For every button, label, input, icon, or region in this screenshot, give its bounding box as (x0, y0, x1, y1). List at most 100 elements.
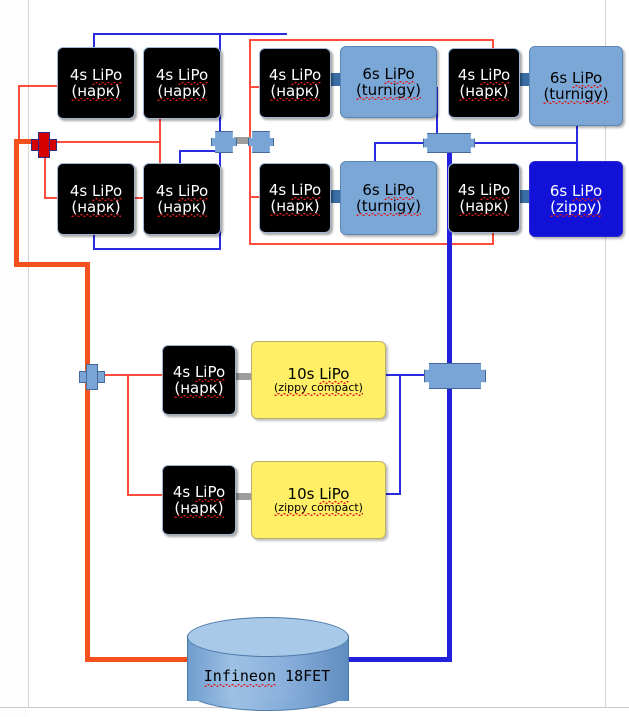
page-guide-bottom (0, 707, 629, 708)
c-blue-hex-d[interactable] (424, 363, 486, 389)
wire-blue-r3 (374, 142, 376, 172)
battery-line1: 4s LiPo (69, 65, 123, 86)
controller-cylinder[interactable]: Infineon 18FET (187, 617, 349, 711)
tab-b15-b16 (234, 493, 254, 500)
battery-line1: 10s LiPo (287, 364, 350, 385)
battery-box-b2[interactable]: 4s LiPo(нарк) (143, 47, 221, 119)
wire-power-pos-4 (85, 262, 90, 662)
battery-line1: 4s LiPo (155, 65, 209, 86)
battery-line1: 4s LiPo (457, 180, 511, 201)
wire-red-l5 (44, 141, 46, 199)
battery-line2: (нарк) (174, 379, 224, 399)
wire-blue-top-1 (93, 33, 287, 35)
battery-line1: 6s LiPo (549, 68, 603, 89)
wire-blue-bot-1 (93, 248, 221, 250)
battery-box-b3[interactable]: 4s LiPo(нарк) (57, 163, 135, 235)
battery-box-b6[interactable]: 6s LiPo(turnigy) (340, 46, 437, 118)
wire-red-m2 (127, 374, 129, 496)
battery-box-b5[interactable]: 4s LiPo(нарк) (259, 48, 331, 118)
battery-line2: (turnigy) (543, 85, 609, 105)
battery-line1: 6s LiPo (362, 64, 415, 85)
battery-line2: (нарк) (71, 198, 121, 218)
battery-box-b11[interactable]: 4s LiPo(нарк) (448, 163, 520, 233)
battery-box-b12[interactable]: 6s LiPo(zippy) (529, 161, 623, 237)
battery-box-b10[interactable]: 6s LiPo(turnigy) (340, 161, 437, 235)
battery-line2: (нарк) (71, 82, 121, 102)
battery-line2: (zippy) (550, 198, 602, 218)
battery-line1: 4s LiPo (155, 181, 209, 202)
battery-line2: (нарк) (157, 82, 207, 102)
battery-line2: (turnigy) (355, 197, 422, 217)
battery-line2: (нарк) (459, 82, 509, 102)
wire-red-l2 (18, 85, 20, 143)
battery-line1: 10s LiPo (287, 484, 350, 505)
c-blue-cross[interactable] (79, 364, 105, 390)
wire-power-neg-1 (447, 136, 452, 661)
wire-power-pos-5 (85, 657, 195, 662)
battery-line2: (нарк) (270, 197, 320, 217)
tab-b5-b6 (329, 73, 342, 86)
battery-line1: 4s LiPo (457, 65, 511, 86)
battery-line2: (нарк) (459, 197, 509, 217)
battery-line1: 6s LiPo (362, 180, 415, 201)
tab-b13-b14 (234, 373, 254, 380)
wire-red-m1 (100, 374, 164, 376)
wire-red-l4 (44, 141, 160, 143)
battery-line2: (нарк) (157, 198, 207, 218)
wire-blue-m1 (386, 374, 430, 376)
wire-blue-top-2 (93, 33, 95, 49)
wire-blue-m2 (399, 374, 401, 494)
battery-box-b13[interactable]: 4s LiPo(нарк) (162, 345, 236, 415)
battery-box-b8[interactable]: 6s LiPo(turnigy) (529, 46, 623, 126)
wire-blue-r6 (436, 87, 438, 142)
wire-red-m3 (127, 494, 165, 496)
c-blue-hex-a[interactable] (211, 131, 237, 153)
wire-blue-bot-2 (93, 233, 95, 250)
battery-box-b7[interactable]: 4s LiPo(нарк) (448, 48, 520, 118)
battery-box-b16[interactable]: 10s LiPo(zippy compact) (251, 461, 386, 539)
wire-red-r1 (249, 39, 494, 41)
c-blue-hex-c[interactable] (423, 133, 475, 153)
wire-power-pos-1 (14, 139, 44, 144)
wire-power-pos-3 (14, 262, 90, 267)
wire-red-l7 (159, 88, 161, 199)
wire-blue-r2 (374, 142, 428, 144)
battery-line2: (нарк) (174, 499, 224, 519)
battery-line2: (zippy compact) (274, 381, 363, 396)
cylinder-top (187, 617, 349, 657)
battery-box-b15[interactable]: 4s LiPo(нарк) (162, 465, 236, 535)
battery-line1: 4s LiPo (268, 65, 322, 86)
battery-line1: 4s LiPo (69, 181, 123, 202)
battery-box-b9[interactable]: 4s LiPo(нарк) (259, 163, 331, 233)
wire-blue-bot-5 (179, 150, 181, 164)
wire-power-neg-2 (340, 657, 452, 662)
controller-label: Infineon 18FET (203, 667, 331, 687)
tab-b9-b10 (329, 190, 342, 203)
battery-line2: (нарк) (270, 82, 320, 102)
battery-box-b14[interactable]: 10s LiPo(zippy compact) (251, 341, 386, 419)
wire-red-l6 (44, 197, 64, 199)
wire-blue-m3 (386, 493, 401, 495)
tab-b11-b12 (518, 190, 531, 203)
c-blue-hex-b[interactable] (248, 131, 274, 153)
battery-box-b4[interactable]: 4s LiPo(нарк) (143, 163, 221, 235)
wire-power-pos-2 (14, 139, 19, 267)
tab-hex-link (234, 137, 251, 144)
battery-line1: 4s LiPo (172, 482, 226, 503)
wire-red-r3 (249, 243, 494, 245)
battery-line1: 6s LiPo (549, 181, 603, 202)
page-guide-right (605, 0, 606, 707)
battery-line2: (zippy compact) (274, 501, 363, 516)
c-red-cross[interactable] (31, 132, 57, 158)
page-margin-fill (0, 0, 28, 717)
battery-box-b1[interactable]: 4s LiPo(нарк) (57, 47, 135, 119)
page-guide-left (28, 0, 29, 707)
wire-blue-r5 (576, 124, 578, 164)
wire-red-l1 (18, 85, 60, 87)
battery-line1: 4s LiPo (172, 362, 226, 383)
wire-blue-bot-4 (179, 150, 221, 152)
battery-line2: (turnigy) (355, 81, 422, 101)
wire-red-r6 (249, 86, 263, 88)
wire-red-r7 (249, 196, 263, 198)
